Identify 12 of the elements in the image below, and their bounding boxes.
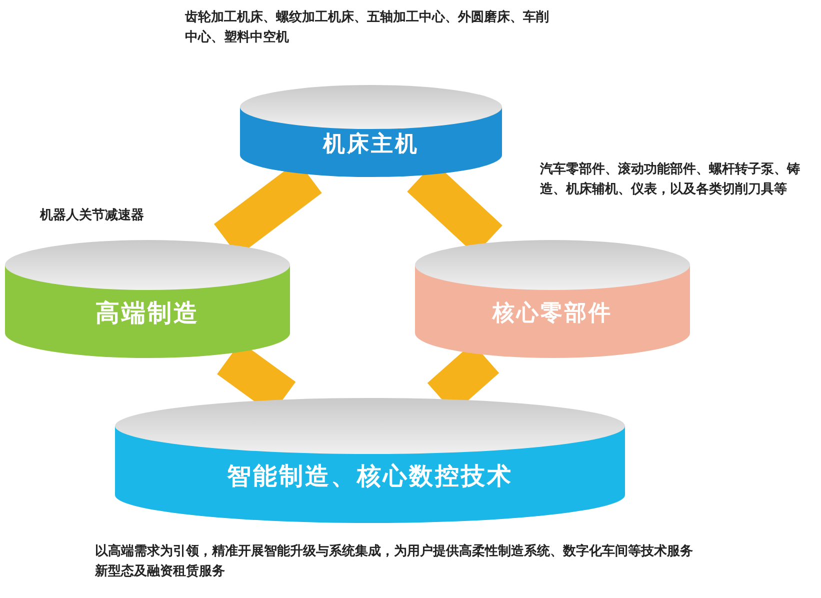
node-label: 机床主机 [322, 130, 420, 159]
node-label: 智能制造、核心数控技术 [226, 461, 514, 492]
node-caption: 齿轮加工机床、螺纹加工机床、五轴加工中心、外圆磨床、车削中心、塑料中空机 [185, 8, 550, 46]
node-caption: 以高端需求为引领，精准开展智能升级与系统集成，为用户提供高柔性制造系统、数字化车间等技术服务新型态及融资租赁服务 [95, 542, 694, 580]
cylinder-node [240, 85, 502, 177]
node-caption: 汽车零部件、滚动功能部件、螺杆转子泵、铸造、机床辅机、仪表，以及各类切削刀具等 [540, 160, 801, 198]
node-label: 高端制造 [94, 298, 200, 330]
cylinder-node [5, 240, 290, 358]
cylinder-node [415, 240, 690, 358]
node-label: 核心零部件 [490, 300, 614, 328]
node-caption: 机器人关节减速器 [40, 206, 145, 225]
cylinder-node [115, 398, 625, 523]
